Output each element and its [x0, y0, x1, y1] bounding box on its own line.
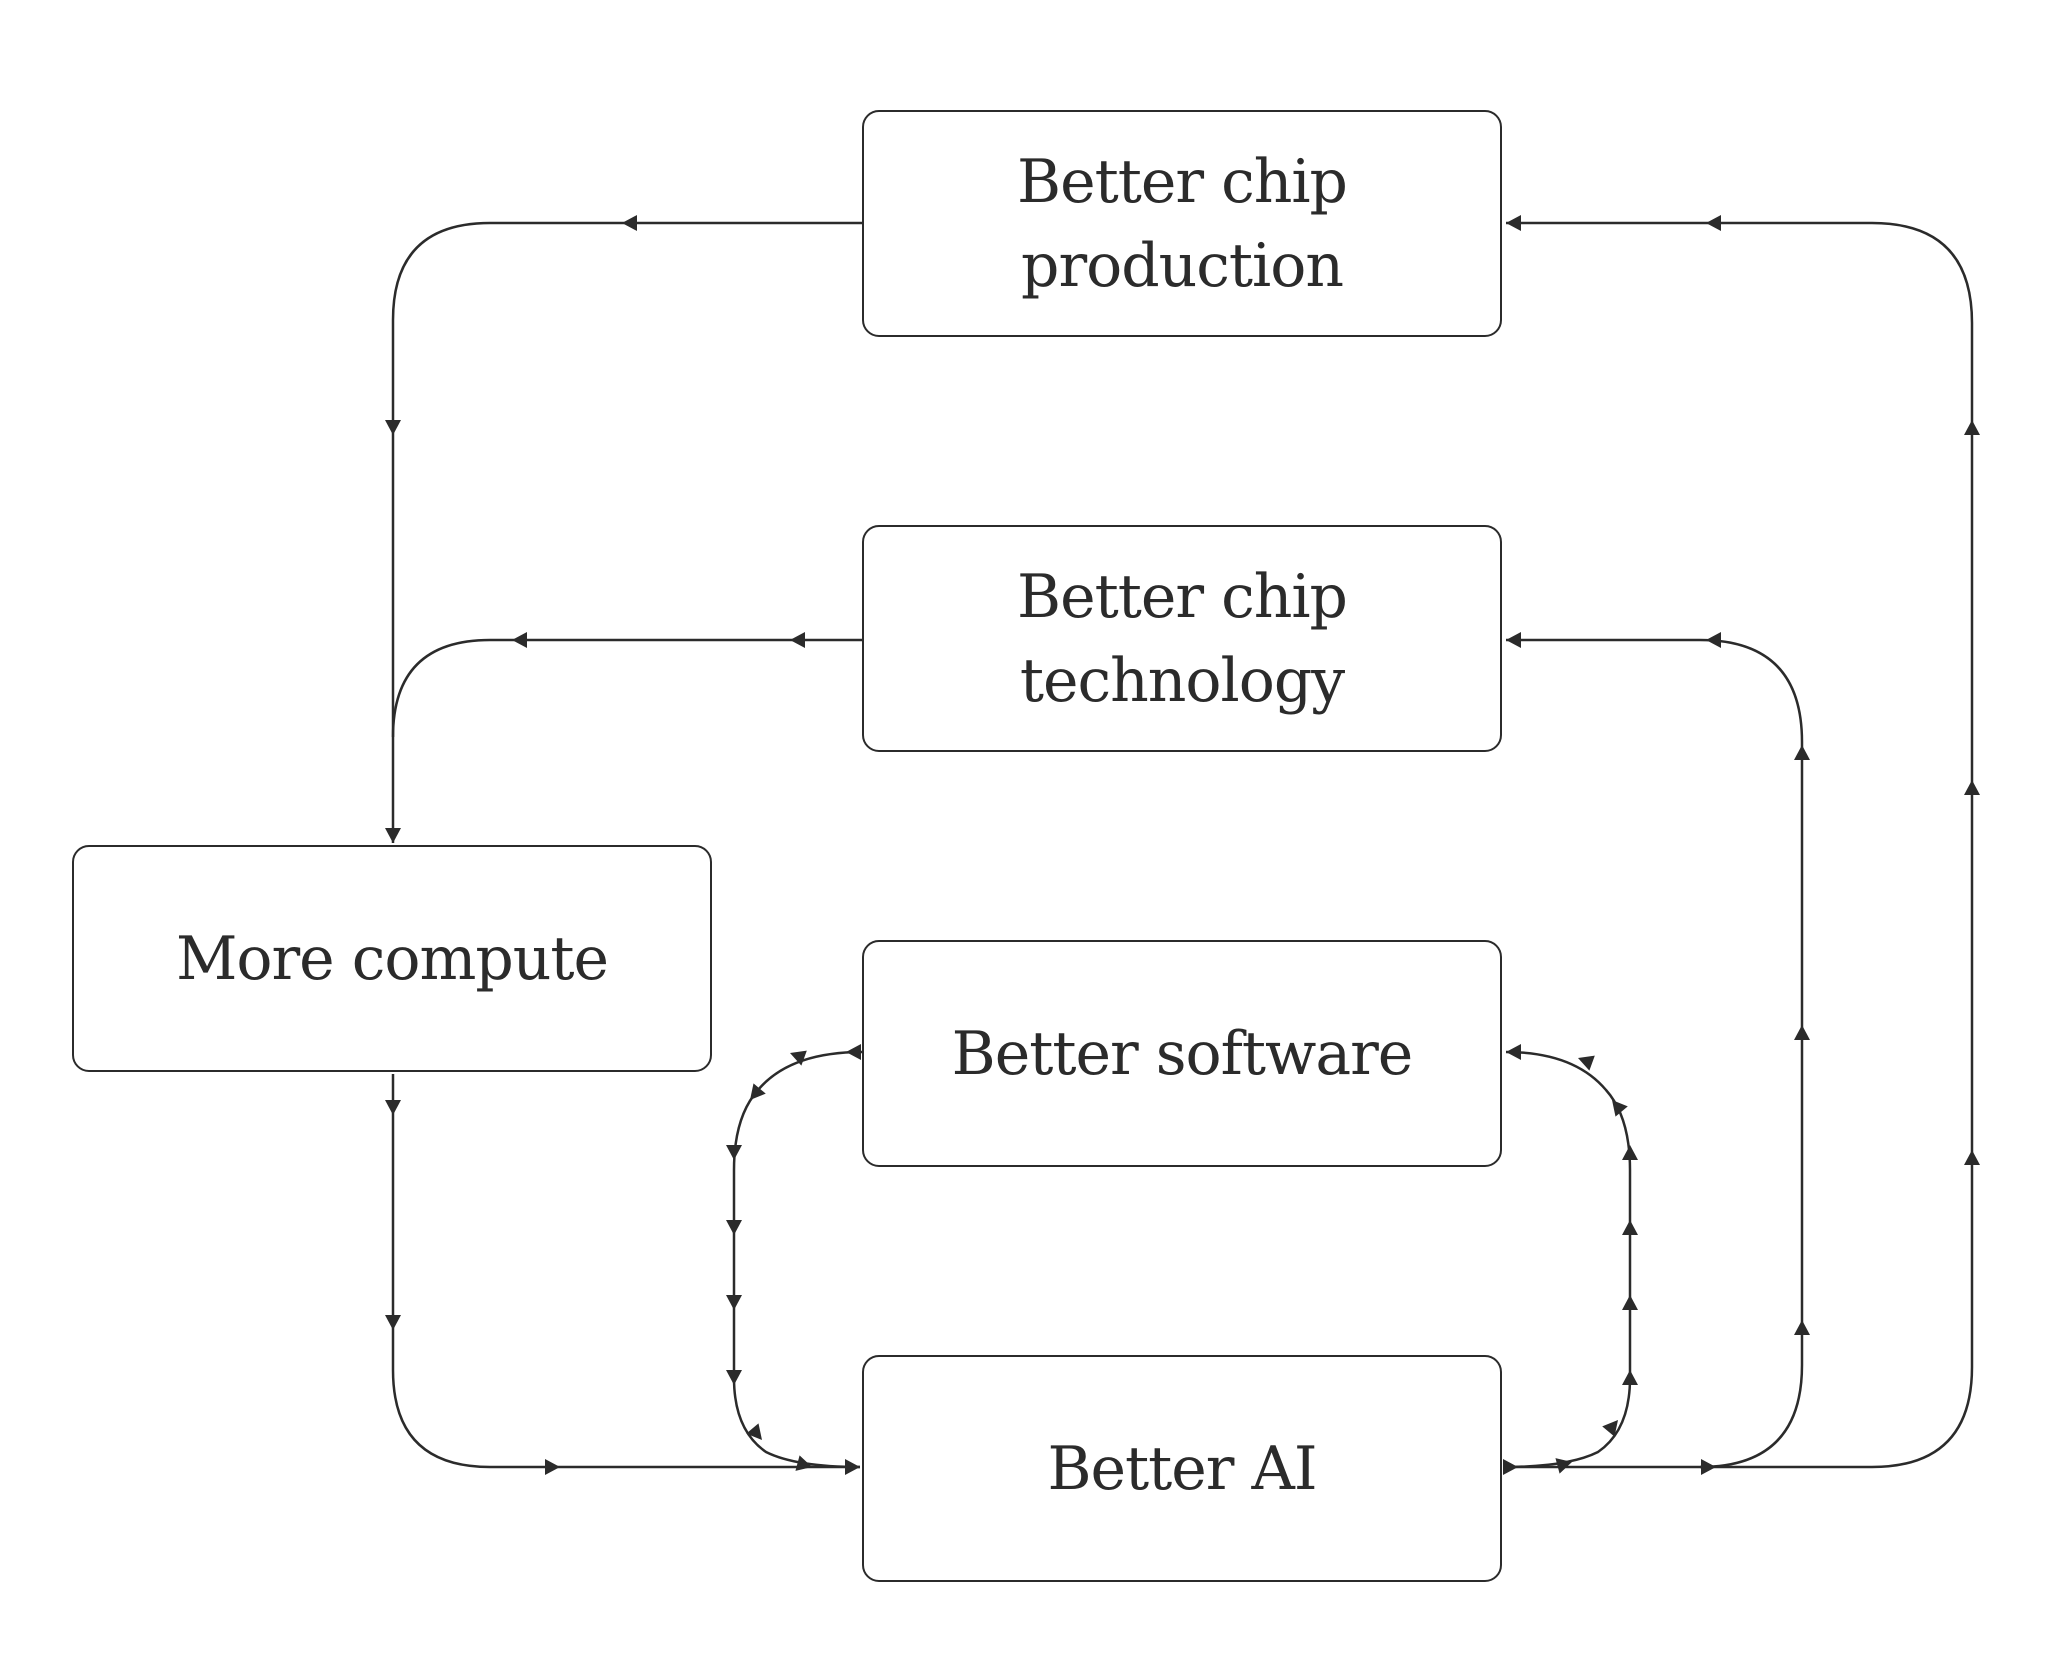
arrowhead-ai-up-d — [1622, 1145, 1638, 1160]
arrowhead-software-down-d — [726, 1370, 742, 1385]
edge-technology-to-compute — [391, 638, 862, 738]
arrowhead-technology-left-a — [790, 632, 805, 648]
arrowhead-into-ai — [845, 1459, 860, 1475]
arrowheads — [385, 215, 1980, 1475]
arrowhead-software-down-c — [726, 1295, 742, 1310]
node-label-technology: Better chip technology — [1017, 561, 1348, 716]
arrowhead-ai-loop-c — [1612, 1100, 1628, 1117]
arrowhead-technology-up-b — [1794, 1025, 1810, 1040]
arrowhead-technology-up-c — [1794, 745, 1810, 760]
arrowhead-ai-up-c — [1622, 1220, 1638, 1235]
arrowhead-ai-loop-d — [1578, 1055, 1595, 1071]
arrowhead-technology-up-a — [1794, 1320, 1810, 1335]
edge-ai-to-technology — [1504, 638, 1804, 1469]
arrowhead-technology-left-b — [512, 632, 527, 648]
arrowhead-ai-loop-a — [1555, 1458, 1572, 1474]
node-label-software: Better software — [951, 1018, 1414, 1089]
arrowhead-compute-down-a — [385, 1100, 401, 1115]
arrowhead-ai-up-b — [1622, 1295, 1638, 1310]
arrowhead-software-loop-d — [795, 1455, 812, 1471]
arrowhead-production-up-a — [1964, 1150, 1980, 1165]
node-better-ai: Better AI — [862, 1355, 1502, 1582]
node-label-production: Better chip production — [1017, 146, 1348, 301]
node-more-compute: More compute — [72, 845, 712, 1072]
arrowhead-production-left — [622, 215, 637, 231]
arrowhead-compute-right — [545, 1459, 560, 1475]
arrowhead-production-down — [385, 420, 401, 435]
arrowhead-production-in-a — [1706, 215, 1721, 231]
arrowhead-compute-down-b — [385, 1315, 401, 1330]
node-better-chip-production: Better chip production — [862, 110, 1502, 337]
connectors — [391, 221, 1974, 1469]
arrowhead-ai-loop-b — [1602, 1420, 1618, 1437]
arrowhead-software-exit — [846, 1044, 861, 1060]
node-label-compute: More compute — [175, 923, 609, 994]
node-label-ai: Better AI — [1047, 1433, 1317, 1504]
arrowhead-production-up-c — [1964, 420, 1980, 435]
edge-software-to-ai — [732, 1050, 863, 1469]
arrowhead-ai-up-a — [1622, 1370, 1638, 1385]
edge-compute-to-ai — [391, 1074, 860, 1469]
arrowhead-software-down-b — [726, 1220, 742, 1235]
arrowhead-into-production — [1506, 215, 1521, 231]
arrowhead-software-loop-b — [750, 1083, 766, 1100]
arrowhead-production-up-b — [1964, 780, 1980, 795]
edge-ai-to-production — [1506, 221, 1974, 1469]
arrowhead-technology-in-a — [1706, 632, 1721, 648]
arrowhead-into-software — [1506, 1044, 1521, 1060]
arrowhead-software-loop-a — [790, 1050, 807, 1066]
arrowhead-ai-technology-right — [1701, 1459, 1716, 1475]
node-better-chip-technology: Better chip technology — [862, 525, 1502, 752]
arrowhead-into-technology — [1506, 632, 1521, 648]
edge-ai-to-software — [1503, 1050, 1632, 1469]
arrowhead-software-loop-c — [746, 1423, 762, 1440]
arrowhead-ai-exit — [1503, 1459, 1518, 1475]
arrowhead-software-down-a — [726, 1145, 742, 1160]
edge-production-to-compute — [391, 221, 862, 843]
arrowhead-into-compute — [385, 828, 401, 843]
node-better-software: Better software — [862, 940, 1502, 1167]
